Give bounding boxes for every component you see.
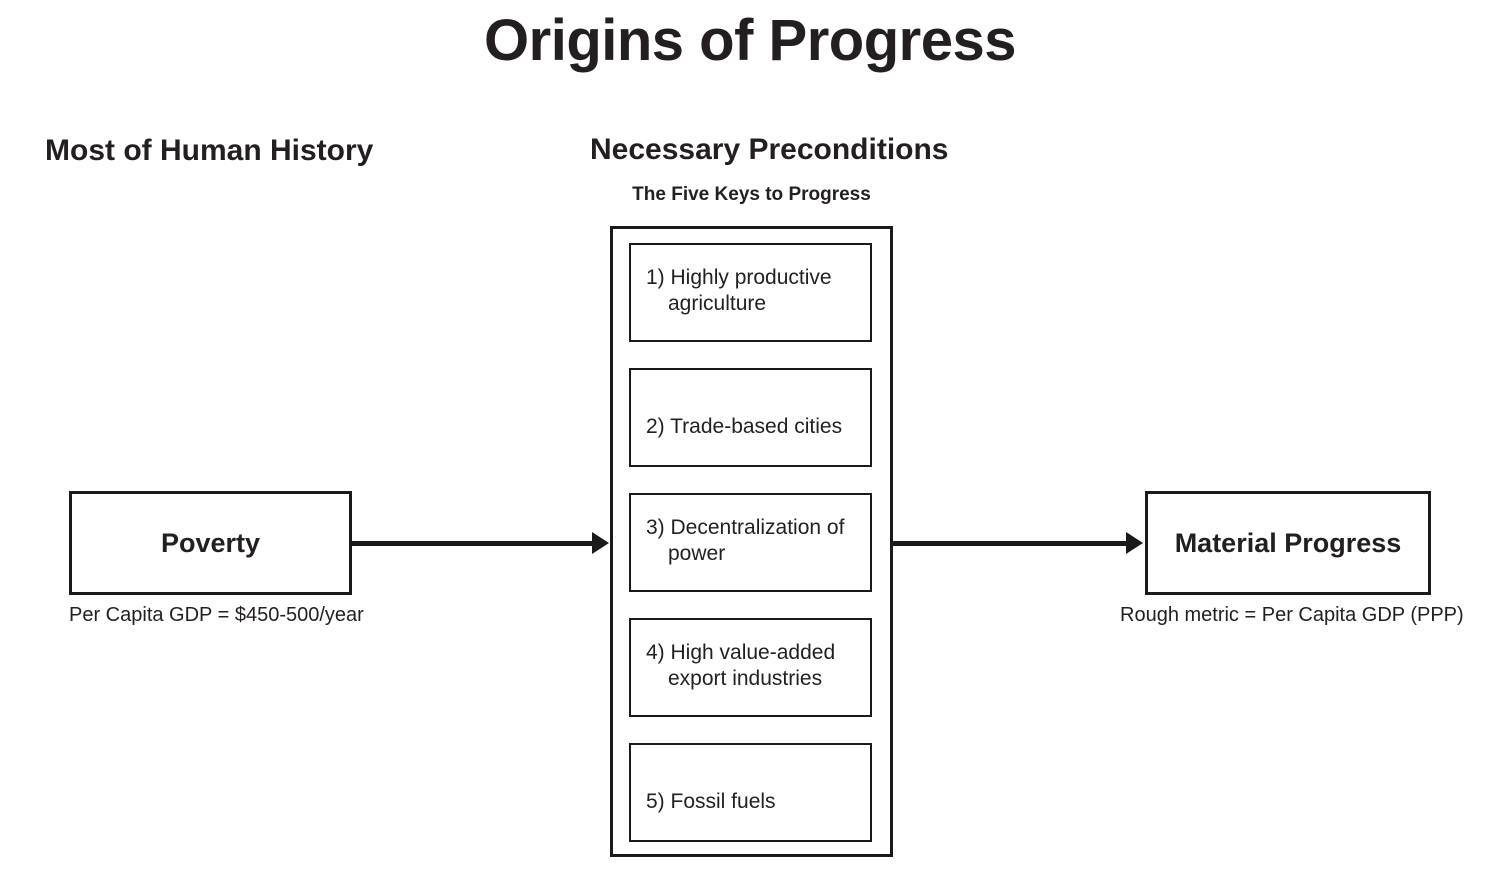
key-box-5-label: 5) Fossil fuels: [646, 790, 776, 813]
arrow-poverty-to-preconditions-head-icon: [592, 532, 609, 554]
key-box-1: 1) Highly productive agriculture: [629, 243, 872, 342]
key-box-3: 3) Decentralization of power: [629, 493, 872, 592]
node-material-progress-caption: Rough metric = Per Capita GDP (PPP): [1120, 604, 1464, 626]
node-poverty: Poverty: [69, 491, 352, 595]
key-box-4-label: 4) High value-added export industries: [646, 641, 836, 691]
key-box-4: 4) High value-added export industries: [629, 618, 872, 717]
node-poverty-label: Poverty: [160, 527, 261, 558]
key-box-3-label: 3) Decentralization of power: [646, 516, 845, 566]
column-subheading-middle: The Five Keys to Progress: [632, 184, 871, 205]
key-box-2-label: 2) Trade-based cities: [646, 415, 843, 438]
column-heading-left: Most of Human History: [45, 134, 374, 167]
node-material-progress: Material Progress: [1145, 491, 1431, 595]
column-heading-middle: Necessary Preconditions: [590, 133, 949, 166]
key-box-1-label: 1) Highly productive agriculture: [646, 266, 832, 316]
page-title: Origins of Progress: [484, 8, 1016, 73]
key-box-5: 5) Fossil fuels: [629, 743, 872, 842]
arrow-preconditions-to-progress-head-icon: [1126, 532, 1143, 554]
arrow-poverty-to-preconditions-line: [352, 541, 594, 546]
key-box-2: 2) Trade-based cities: [629, 368, 872, 467]
preconditions-container: 1) Highly productive agriculture 2) Trad…: [610, 226, 893, 857]
node-poverty-caption: Per Capita GDP = $450-500/year: [69, 604, 364, 626]
arrow-preconditions-to-progress-line: [893, 541, 1128, 546]
node-material-progress-label: Material Progress: [1174, 527, 1402, 558]
